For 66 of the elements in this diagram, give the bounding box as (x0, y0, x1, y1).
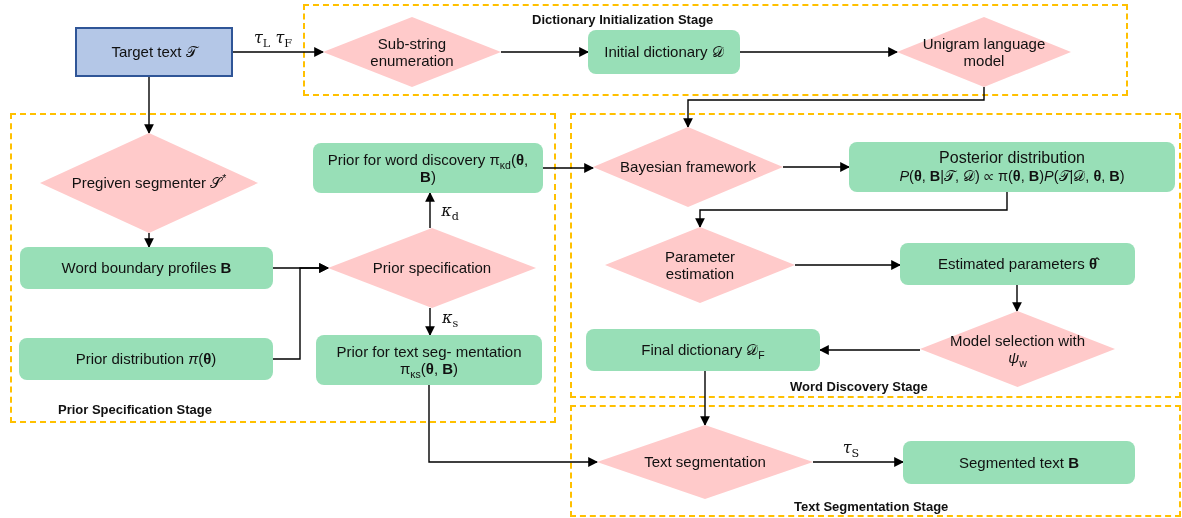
process-box (586, 329, 820, 371)
node-label: Final dictionary 𝒟$_{F}$ (640, 341, 766, 359)
process-box (316, 335, 542, 385)
edge-label: τ$_{L}$ τ$_{F}$ (253, 27, 293, 53)
node-label: Pregiven segmenter 𝒮$^{*}$ (71, 174, 227, 192)
edge-label: κ$_{s}$ (440, 308, 460, 328)
node-label: Parameter estimation (663, 247, 736, 283)
decision-diamond (328, 228, 536, 308)
arrow (425, 192, 435, 229)
stage-frame (570, 405, 1181, 517)
arrow (812, 457, 904, 467)
node-label: Prior distribution π(θ) (74, 350, 218, 368)
arrow (542, 163, 594, 173)
arrow (144, 76, 154, 134)
stage-frame (303, 4, 1128, 96)
process-box (313, 143, 543, 193)
arrow (782, 162, 850, 172)
stage-title: Text Segmentation Stage (794, 499, 949, 514)
formula-text: P(θ, B|𝒯, 𝒟) ∝ π(θ, B)P(𝒯|𝒟, θ, B) (898, 167, 1126, 185)
decision-diamond (40, 133, 258, 233)
edge-label: τ$_{S}$ (841, 438, 861, 458)
decision-diamond (597, 425, 813, 499)
arrow (794, 260, 901, 270)
input-box (75, 27, 233, 77)
process-box (903, 441, 1135, 484)
node-label: Prior for text seg- mentation π$_{κs}$(θ, B) (335, 342, 523, 378)
node-label: Target text 𝒯 (111, 43, 197, 61)
process-box (588, 30, 740, 74)
arrow (1012, 284, 1022, 312)
arrow (683, 86, 985, 128)
arrow (500, 47, 589, 57)
edge-label: κ$_{d}$ (440, 201, 460, 221)
decision-diamond (323, 17, 501, 87)
arrow (739, 47, 898, 57)
node-label: Unigram language model (921, 34, 1047, 70)
decision-diamond (605, 227, 795, 303)
arrow (232, 47, 324, 57)
arrow (819, 345, 921, 355)
node-label: Prior specification (372, 259, 492, 277)
arrow (425, 307, 435, 336)
stage-frame (570, 113, 1181, 398)
stage-title: Prior Specification Stage (58, 402, 212, 417)
stage-title: Dictionary Initialization Stage (532, 12, 714, 27)
node-label: Model selection with ψ$_{w}$ (948, 331, 1087, 367)
node-label: Initial dictionary 𝒟 (603, 43, 725, 61)
process-box (900, 243, 1135, 285)
arrow (144, 232, 154, 248)
stage-title: Word Discovery Stage (790, 379, 928, 394)
arrow (272, 263, 329, 360)
process-box (849, 142, 1175, 192)
arrow (695, 191, 1008, 228)
node-label: Word boundary profiles B (60, 259, 233, 277)
node-label: Bayesian framework (620, 158, 756, 176)
decision-diamond (897, 17, 1071, 87)
arrow (428, 384, 598, 467)
process-box (19, 338, 273, 380)
node-label: Prior for word discovery π$_{κd}$(θ, B) (326, 150, 530, 186)
node-label: Estimated parameters θ̂ (932, 255, 1103, 273)
node-label: Segmented text B (957, 453, 1081, 472)
arrow (700, 370, 710, 426)
process-box (20, 247, 273, 289)
node-label: Text segmentation (644, 453, 766, 471)
node-label: Posterior distribution (938, 149, 1086, 168)
decision-diamond (593, 127, 783, 207)
stage-frame (10, 113, 556, 423)
node-label: Sub-string enumeration (369, 34, 455, 70)
